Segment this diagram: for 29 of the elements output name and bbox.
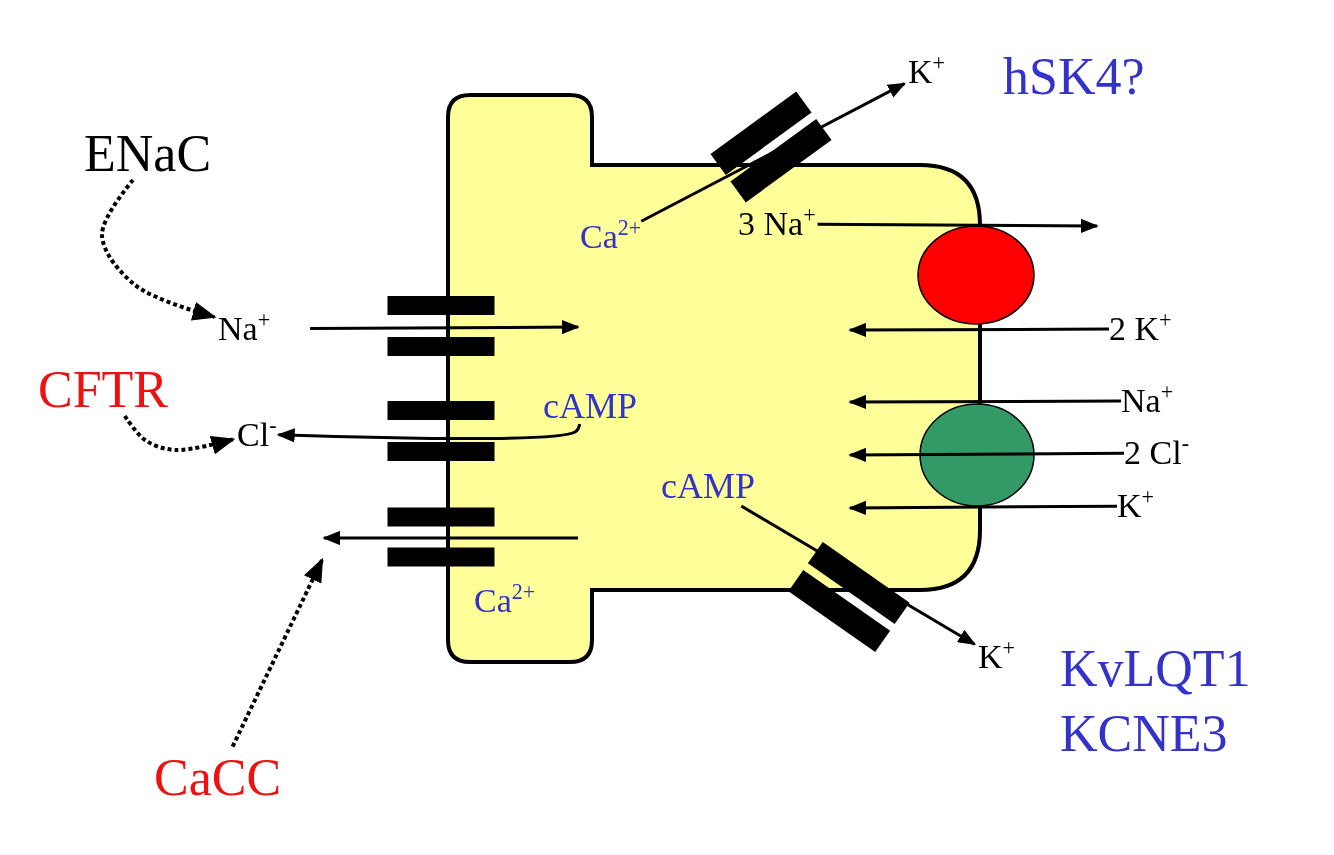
messenger-label: cAMP	[543, 388, 637, 424]
ion-label: K$^{+}$	[978, 640, 1016, 674]
messenger-label: cAMP	[661, 468, 755, 504]
ion-label: Na$^{+}$	[1121, 384, 1174, 418]
channel-name: CFTR	[38, 364, 169, 416]
arrow	[848, 394, 1121, 410]
ion-label: Ca$^{2+}$	[474, 584, 536, 618]
dotted-arrow	[230, 557, 324, 748]
ion-label: Ca$^{2+}$	[580, 220, 642, 254]
arrow	[848, 447, 1124, 463]
protein-name: hSK4?	[1003, 47, 1145, 107]
arrow	[848, 500, 1117, 516]
arrow	[310, 319, 580, 335]
arrow	[740, 504, 977, 646]
arrow	[817, 218, 1099, 234]
ion-label: 3 Na$^{+}$	[738, 207, 816, 241]
ion-label: K$^{+}$	[908, 55, 946, 89]
arrow	[640, 82, 907, 223]
dotted-arrow	[100, 178, 217, 321]
channel-name: ENaC	[84, 128, 212, 180]
channel-name: CaCC	[154, 752, 282, 804]
ion-label: K$^{+}$	[1117, 489, 1155, 523]
arrow	[848, 322, 1109, 338]
protein-name: KvLQT1 KCNE3	[1060, 639, 1252, 764]
dotted-arrow	[123, 414, 236, 455]
ion-label: Cl$^{-}$	[237, 418, 277, 452]
ion-label: 2 Cl$^{-}$	[1124, 436, 1189, 470]
ion-label: 2 K$^{+}$	[1109, 312, 1172, 346]
ion-label: Na$^{+}$	[218, 312, 271, 346]
